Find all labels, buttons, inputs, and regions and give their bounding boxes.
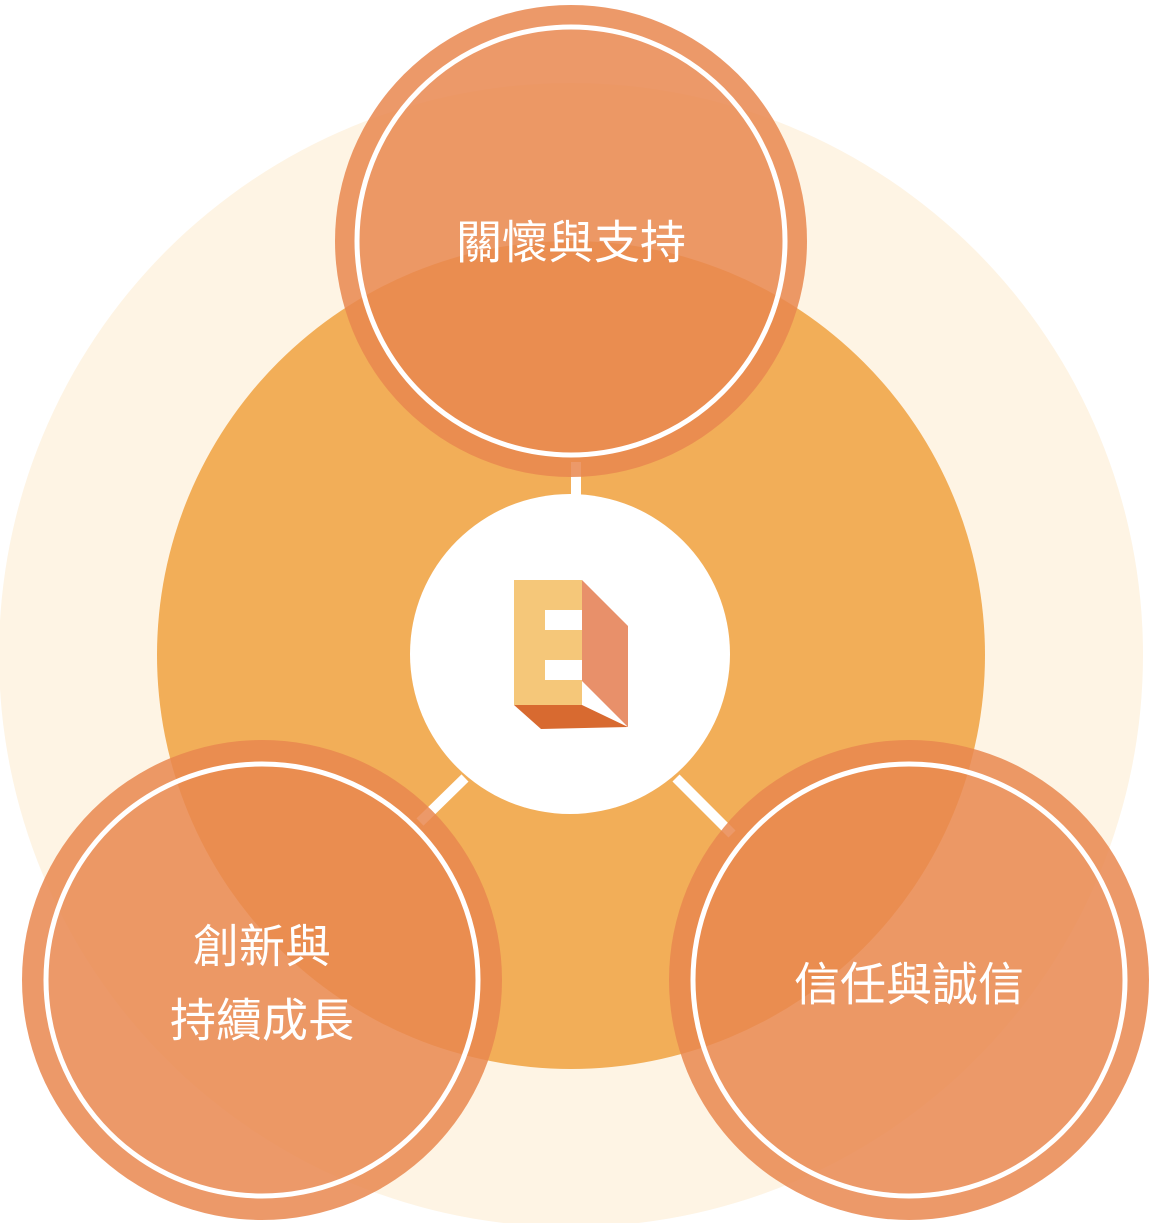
node-left-label-line1: 創新與 [193,920,331,974]
node-top: 關懷與支持 [335,5,807,477]
node-left: 創新與 持續成長 [22,740,502,1220]
node-right-ring [690,761,1128,1199]
connector-right [672,774,736,838]
e-block-logo-icon [514,580,628,729]
node-right-label: 信任與誠信 [794,958,1024,1012]
node-top-ring [354,24,788,458]
node-right: 信任與誠信 [669,740,1149,1220]
node-left-ring [43,761,481,1199]
node-left-label-line2: 持續成長 [170,994,354,1048]
node-right-circle [669,740,1149,1220]
node-left-circle [22,740,502,1220]
node-top-label: 關懷與支持 [456,216,686,270]
node-top-circle [335,5,807,477]
